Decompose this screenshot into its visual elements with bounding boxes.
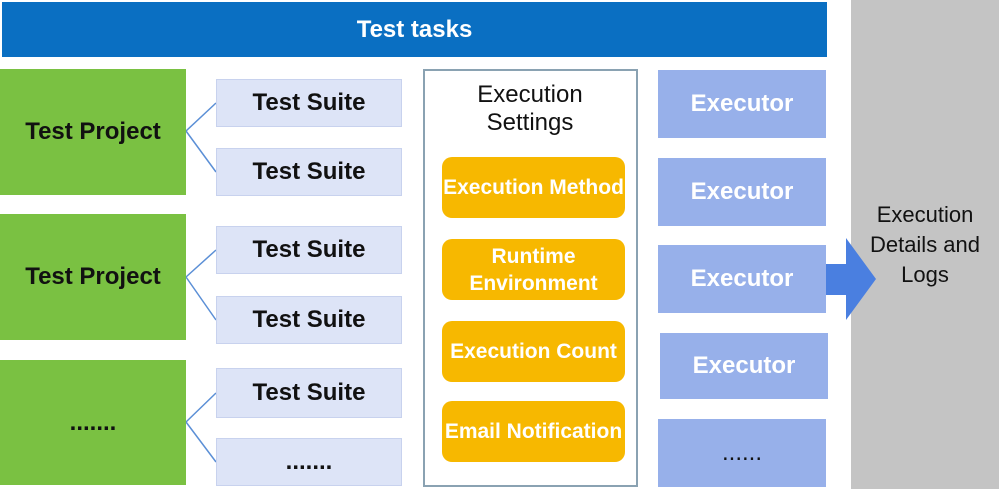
connector-line (185, 249, 217, 278)
executor-box: ...... (658, 419, 826, 487)
test-suite-box: Test Suite (216, 148, 402, 196)
test-suite-box: Test Suite (216, 296, 402, 344)
test-project-box: ....... (0, 360, 186, 485)
project-label: Test Project (25, 263, 161, 290)
email-notification-option: Email Notification (442, 401, 625, 462)
executor-box: Executor (660, 333, 828, 399)
runtime-environment-option: Runtime Environment (442, 239, 625, 300)
test-project-box: Test Project (0, 69, 186, 195)
suite-label: ....... (285, 448, 333, 475)
suite-label: Test Suite (252, 236, 366, 263)
banner-title: Test tasks (356, 15, 473, 43)
execution-count-option: Execution Count (442, 321, 625, 382)
execution-details-and-logs-panel: Execution Details and Logs (851, 0, 999, 489)
execution-settings-title: Execution Settings (477, 81, 583, 136)
suite-label: Test Suite (252, 89, 366, 116)
test-suite-box: Test Suite (216, 79, 402, 127)
test-suite-box: ....... (216, 438, 402, 486)
project-label: ....... (69, 408, 117, 436)
test-suite-box: Test Suite (216, 226, 402, 274)
connector-line (185, 130, 217, 173)
test-suite-box: Test Suite (216, 368, 402, 418)
executor-box: Executor (658, 158, 826, 226)
connector-line (185, 392, 217, 423)
connector-line (185, 276, 217, 321)
test-project-box: Test Project (0, 214, 186, 340)
test-tasks-banner: Test tasks (2, 2, 827, 57)
executor-box: Executor (658, 245, 826, 313)
suite-label: Test Suite (252, 306, 366, 333)
suite-label: Test Suite (252, 379, 366, 406)
suite-label: Test Suite (252, 158, 366, 185)
execution-method-option: Execution Method (442, 157, 625, 218)
project-label: Test Project (25, 118, 161, 145)
executor-box: Executor (658, 70, 826, 138)
connector-line (185, 421, 217, 463)
connector-line (185, 102, 217, 132)
